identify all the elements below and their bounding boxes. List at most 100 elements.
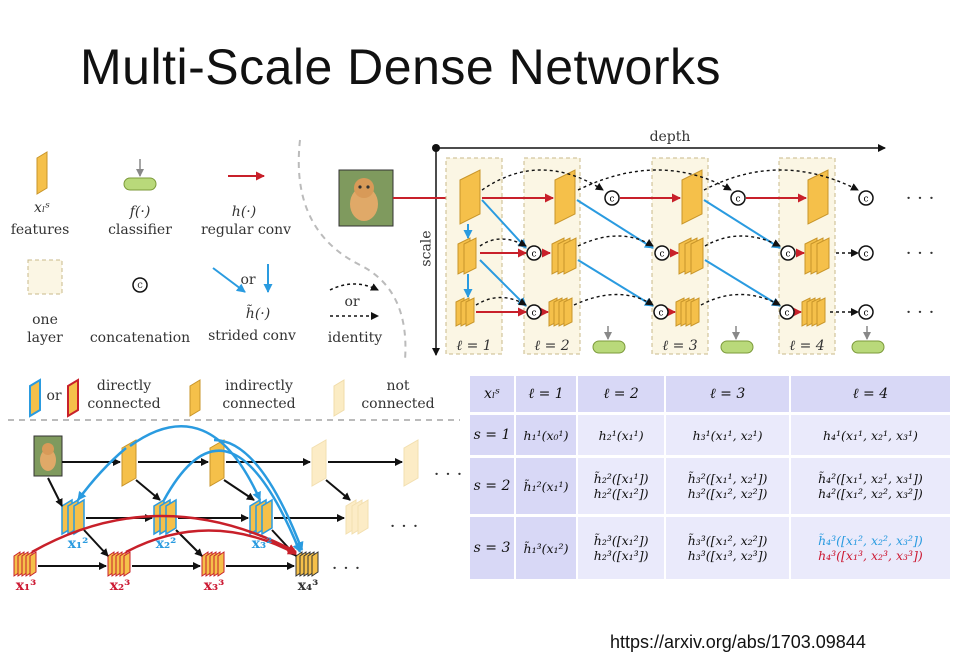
concat-glyph: c [785, 250, 790, 260]
classifiers [592, 326, 885, 354]
x4-scale3-label: x₄³ [297, 578, 319, 594]
cell-s2-l4-a: h̃₄²([x₁¹, x₂¹, x₃¹]) [818, 471, 923, 486]
cell-s3-l4-a: h̃₄³([x₁², x₂², x₃²]) [818, 533, 923, 548]
table-header-l4: ℓ = 4 [789, 376, 953, 415]
x1-scale3-label: x₁³ [15, 578, 37, 594]
row-scale-2: s = 2 [470, 456, 516, 517]
x2-scale3-label: x₂³ [109, 578, 131, 594]
row-scale-1: s = 1 [470, 413, 516, 458]
bottom-scale2-features [61, 498, 369, 536]
not-connected-icon [333, 379, 345, 417]
cell-s3-l4-b: h₄³([x₁³, x₂³, x₃³]) [818, 548, 923, 563]
legend-divider [297, 139, 407, 361]
ellipsis-scale1: · · · [905, 188, 935, 209]
cell-s2-l3: h̃₃²([x₁¹, x₂¹])h₃²([x₁², x₂²]) [665, 456, 791, 517]
connectivity-table: xₗˢ ℓ = 1 ℓ = 2 ℓ = 3 ℓ = 4 s = 1 h₁¹(x₀… [470, 376, 953, 582]
legend-features-symbol: xₗˢ [33, 200, 50, 216]
concat-glyph: c [658, 309, 663, 319]
conn-indirect-2: connected [222, 396, 296, 412]
legend-classifier-symbol: f(·) [129, 204, 151, 220]
source-url: https://arxiv.org/abs/1703.09844 [610, 632, 866, 652]
concat-nodes [526, 190, 874, 320]
bottom-blue-arrows [76, 425, 304, 553]
legend-strided-label: strided conv [208, 328, 296, 344]
cell-s2-l2: h̃₂²([x₁¹])h₂²([x₁²]) [577, 456, 667, 517]
direct-red-icon [67, 378, 79, 418]
table-row: s = 3 h̃₁³(x₁²) h̃₂³([x₁²])h₂³([x₁³]) h̃… [470, 515, 953, 582]
conn-or: or [46, 388, 62, 404]
conn-direct-1: directly [96, 378, 152, 394]
scale-label: scale [418, 230, 435, 267]
x3-scale3-label: x₃³ [203, 578, 225, 594]
legend-or-identity: or [344, 294, 360, 310]
legend-strided-diagonal-icon [212, 267, 246, 293]
x1-scale2-label: x₁² [67, 536, 89, 552]
layer-label-4: ℓ = 4 [789, 338, 825, 354]
legend-concat-glyph: c [137, 280, 143, 291]
cell-s3-l2: h̃₂³([x₁²])h₂³([x₁³]) [577, 515, 667, 582]
bottom-ellipsis-scale2: · · · [389, 516, 419, 537]
table-header-l1: ℓ = 1 [515, 376, 578, 415]
table-corner: xₗˢ [470, 376, 516, 415]
concat-glyph: c [735, 195, 740, 205]
concat-glyph: c [531, 250, 536, 260]
cell-s3-l1: h̃₁³(x₁²) [515, 515, 578, 582]
legend-features-label: features [10, 222, 70, 238]
conn-indirect-1: indirectly [225, 378, 293, 394]
table-header-l3: ℓ = 3 [665, 376, 791, 415]
legend-feature-icon [36, 151, 48, 195]
legend-strided-symbol: h̃(·) [245, 306, 271, 322]
legend-classifier-label: classifier [108, 222, 172, 238]
legend-identity-label: identity [327, 330, 383, 346]
x3-scale2-label: x₃² [251, 536, 273, 552]
direct-blue-icon [29, 378, 41, 418]
slide-title: Multi-Scale Dense Networks [80, 39, 721, 95]
cell-s3-l3-a: h̃₃³([x₁², x₂²]) [687, 533, 768, 548]
cell-s2-l1: h̃₁²(x₁¹) [515, 456, 578, 517]
cell-s2-l3-b: h₃²([x₁², x₂²]) [687, 486, 768, 501]
concat-glyph: c [531, 309, 536, 319]
cell-s3-l3: h̃₃³([x₁², x₂²])h₃³([x₁³, x₂³]) [665, 515, 791, 582]
ellipsis-scale2: · · · [905, 243, 935, 264]
bottom-scale3-features [13, 551, 319, 577]
identity-arrows [475, 169, 859, 316]
legend-layer-icon [27, 259, 63, 295]
cell-s3-l4: h̃₄³([x₁², x₂², x₃²])h₄³([x₁³, x₂³, x₃³]… [789, 515, 953, 582]
table-header-l2: ℓ = 2 [577, 376, 667, 415]
layer-label-2: ℓ = 2 [534, 338, 570, 354]
legend-identity-curved-icon [329, 283, 379, 291]
scale3-features [455, 297, 826, 327]
legend-concat-label: concatenation [89, 330, 191, 346]
scale2-features [457, 237, 830, 275]
cell-s2-l4-b: h₄²([x₁², x₂², x₃²]) [818, 486, 923, 501]
indirect-icon [189, 379, 201, 417]
layer-box-group [445, 157, 836, 355]
cell-s1-l4: h₄¹(x₁¹, x₂¹, x₃¹) [789, 413, 953, 458]
layer-label-1: ℓ = 1 [456, 338, 492, 354]
table-row: s = 2 h̃₁²(x₁¹) h̃₂²([x₁¹])h₂²([x₁²]) h̃… [470, 456, 953, 517]
table-header-row: xₗˢ ℓ = 1 ℓ = 2 ℓ = 3 ℓ = 4 [470, 376, 953, 415]
cell-s3-l2-b: h₂³([x₁³]) [593, 548, 649, 563]
cell-s2-l3-a: h̃₃²([x₁¹, x₂¹]) [687, 471, 768, 486]
legend-one-layer-label-2: layer [27, 330, 63, 346]
regular-conv-arrows [476, 193, 807, 317]
bottom-ellipsis-scale3: · · · [331, 558, 361, 579]
concat-glyph: c [863, 195, 868, 205]
concat-glyph: c [609, 195, 614, 205]
conn-direct-2: connected [87, 396, 161, 412]
table-row: s = 1 h₁¹(x₀¹) h₂¹(x₁¹) h₃¹(x₁¹, x₂¹) h₄… [470, 413, 953, 458]
depth-label: depth [649, 129, 691, 145]
layer-label-3: ℓ = 3 [662, 338, 698, 354]
x2-scale2-label: x₂² [155, 536, 177, 552]
concat-glyph: c [659, 250, 664, 260]
ellipsis-scale3: · · · [905, 302, 935, 323]
cell-s2-l2-b: h₂²([x₁²]) [593, 486, 649, 501]
bottom-red-arrows [31, 514, 297, 556]
conn-not-1: not [386, 378, 410, 394]
cell-s2-l2-a: h̃₂²([x₁¹]) [593, 471, 649, 486]
cell-s1-l1: h₁¹(x₀¹) [515, 413, 578, 458]
cell-s3-l2-a: h̃₂³([x₁²]) [593, 533, 649, 548]
cell-s1-l2: h₂¹(x₁¹) [577, 413, 667, 458]
bottom-ellipsis-scale1: · · · [433, 464, 463, 485]
